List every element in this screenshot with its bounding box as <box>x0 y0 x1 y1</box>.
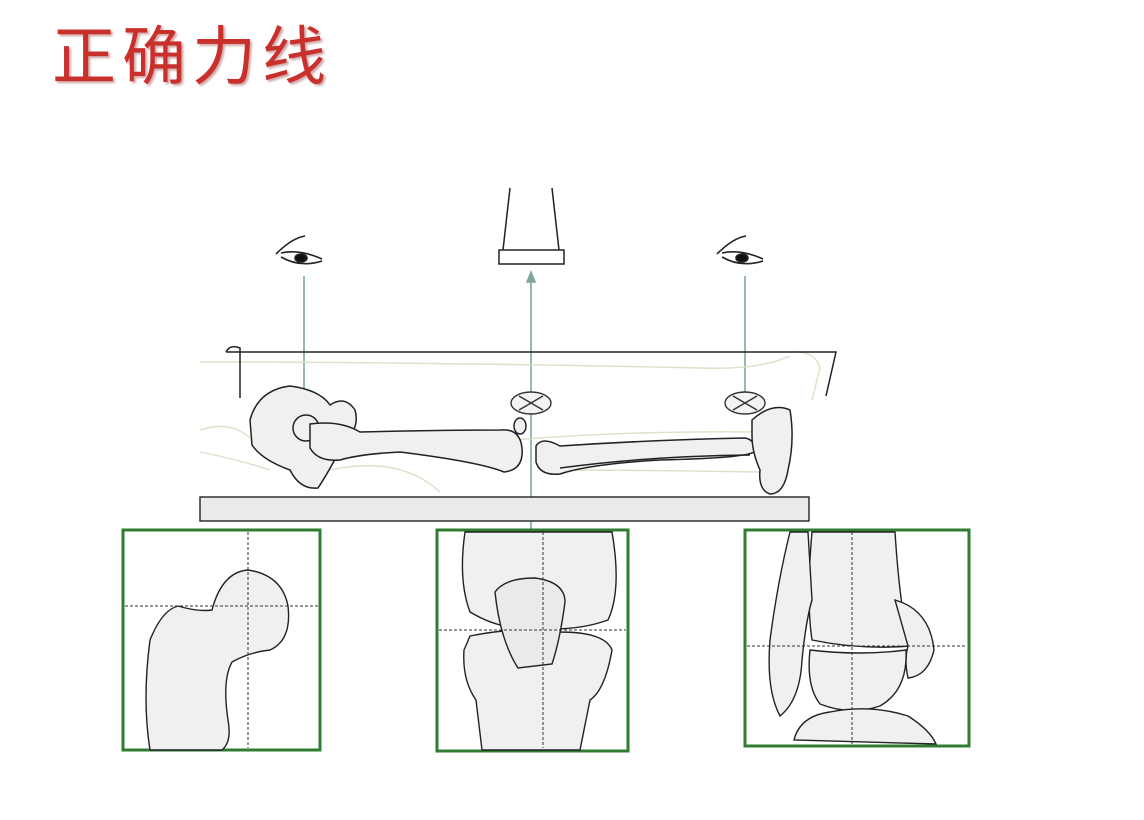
hip-panel <box>121 528 322 752</box>
patella <box>513 417 527 435</box>
fibula <box>559 454 751 469</box>
femur <box>309 422 523 473</box>
foot <box>751 406 793 495</box>
page-title: 正确力线 <box>52 21 332 95</box>
target-crosshair-icon <box>510 391 552 415</box>
calcaneus <box>793 708 938 745</box>
cassette-tray <box>225 345 837 398</box>
femur-proximal <box>145 569 290 751</box>
knee-panel <box>435 528 630 753</box>
tibia-distal <box>808 531 911 648</box>
eye-icon <box>716 235 764 265</box>
eye-icon <box>275 235 323 265</box>
fibula-distal <box>768 531 813 718</box>
xray-source-icon <box>498 187 565 265</box>
patella-outline <box>494 577 566 669</box>
talus <box>808 649 907 712</box>
exam-table <box>199 496 810 522</box>
target-crosshair-icon <box>724 391 766 415</box>
leg-skeleton <box>249 385 793 495</box>
ankle-panel <box>743 528 971 748</box>
